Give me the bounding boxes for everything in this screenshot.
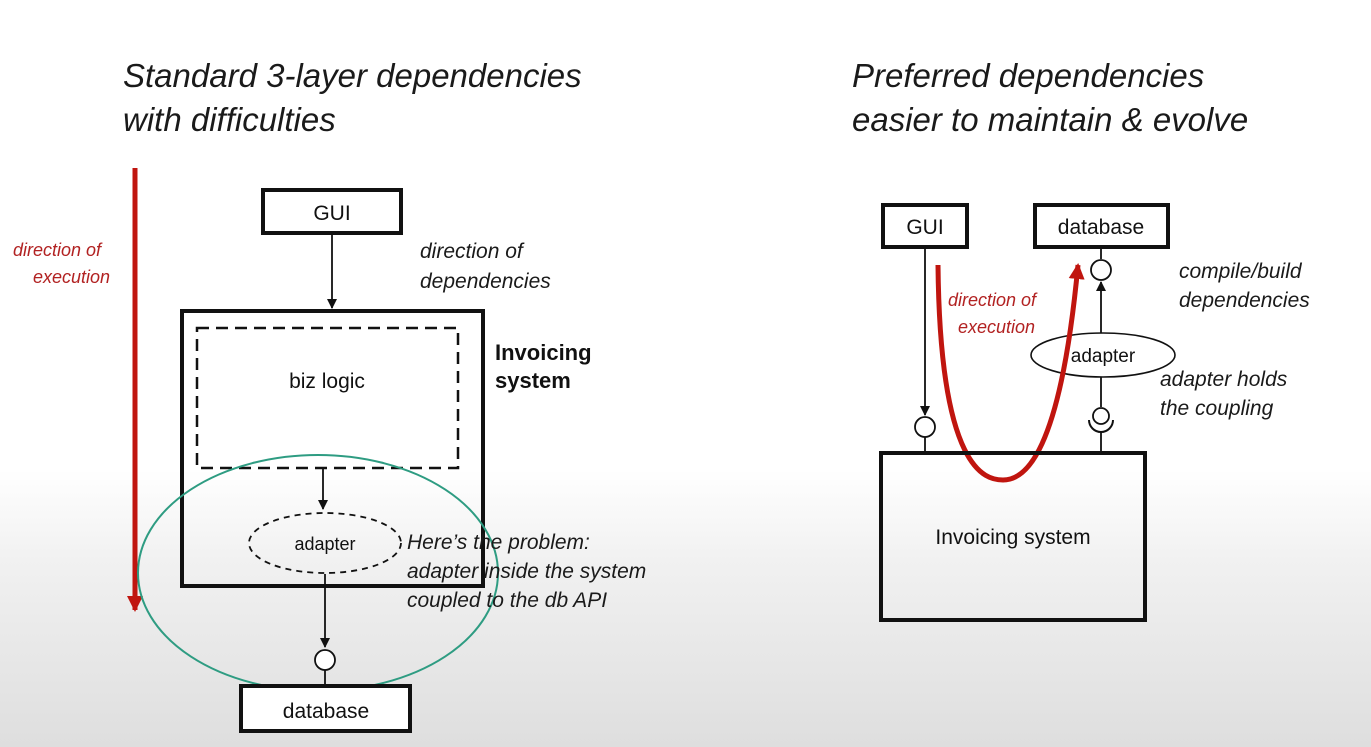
right-system-label: Invoicing system [935, 526, 1090, 549]
left-title: Standard 3-layer dependencies with diffi… [123, 54, 582, 142]
left-exec-label-line2: execution [33, 267, 110, 287]
left-database-box [239, 684, 412, 733]
adapter-required-interface-icon [1092, 407, 1110, 425]
left-system-label-line1: Invoicing [495, 340, 592, 365]
problem-line2: adapter inside the system [407, 560, 646, 583]
coupling-line1: adapter holds [1160, 368, 1288, 391]
right-title-line2: easier to maintain & evolve [852, 101, 1249, 138]
right-db-interface-icon [1090, 259, 1112, 281]
left-exec-label-line1: direction of [13, 240, 103, 260]
build-label-line2: dependencies [1179, 289, 1310, 312]
left-adapter-ellipse [248, 512, 402, 574]
right-invoicing-system-box [879, 451, 1147, 622]
right-gui-label: GUI [906, 216, 943, 239]
problem-line3: coupled to the db API [407, 589, 607, 612]
right-system-interface-icon [914, 416, 936, 438]
right-title-line1: Preferred dependencies [852, 57, 1205, 94]
right-database-box [1033, 203, 1170, 249]
left-dep-label-line1: direction of [420, 240, 525, 263]
left-dep-label-line2: dependencies [420, 270, 551, 293]
right-panel: GUI database compile/build dependencies … [879, 203, 1310, 622]
right-execution-arrow [935, 263, 1085, 483]
left-panel: direction of execution GUI direction of … [13, 168, 646, 733]
left-db-interface-icon [314, 649, 336, 671]
left-title-line2: with difficulties [123, 101, 336, 138]
right-adapter-label: adapter [1071, 346, 1136, 367]
problem-line1: Here’s the problem: [407, 531, 590, 554]
right-gui-box [881, 203, 969, 249]
left-system-label-line2: system [495, 368, 571, 393]
left-gui-label: GUI [313, 202, 350, 225]
coupling-line2: the coupling [1160, 397, 1274, 420]
left-adapter-label: adapter [294, 534, 355, 554]
right-exec-label-line1: direction of [948, 290, 1038, 310]
build-label-line1: compile/build [1179, 260, 1303, 283]
left-title-line1: Standard 3-layer dependencies [123, 57, 582, 94]
left-database-label: database [283, 700, 369, 723]
right-title: Preferred dependencies easier to maintai… [852, 54, 1248, 142]
left-gui-box [261, 188, 403, 235]
biz-logic-label: biz logic [289, 370, 365, 393]
left-invoicing-system-box [180, 309, 485, 588]
right-exec-label-line2: execution [958, 317, 1035, 337]
biz-logic-box [195, 326, 460, 470]
right-database-label: database [1058, 216, 1144, 239]
